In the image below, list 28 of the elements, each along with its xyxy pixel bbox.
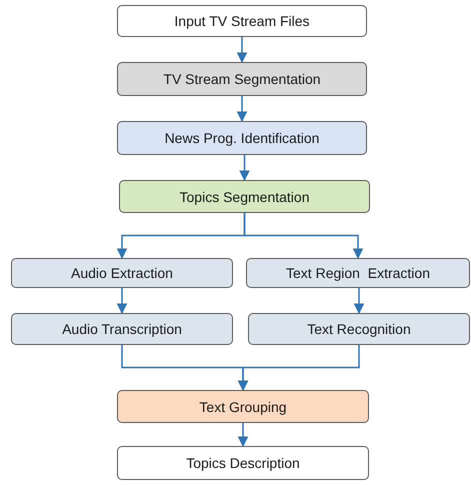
process-box bbox=[119, 180, 370, 213]
process-box bbox=[11, 313, 233, 345]
box-label: News Prog. Identification bbox=[164, 130, 320, 146]
box-label: Text Region Extraction bbox=[286, 265, 430, 281]
arrow bbox=[236, 96, 248, 122]
box-label: Audio Extraction bbox=[71, 265, 173, 281]
box-label: Audio Transcription bbox=[62, 321, 182, 337]
box-label: Text Recognition bbox=[307, 321, 411, 337]
box-label: Text Grouping bbox=[199, 398, 287, 414]
process-box bbox=[117, 390, 369, 423]
process-box bbox=[117, 5, 367, 37]
box-label: Input TV Stream Files bbox=[174, 13, 310, 29]
arrow bbox=[116, 288, 128, 314]
arrow bbox=[354, 288, 364, 314]
process-box bbox=[117, 446, 369, 480]
process-box bbox=[246, 258, 470, 288]
arrow bbox=[238, 345, 360, 392]
arrow bbox=[244, 213, 364, 260]
arrow bbox=[239, 155, 250, 182]
arrow bbox=[236, 37, 248, 64]
process-box bbox=[117, 121, 367, 155]
arrow bbox=[238, 423, 248, 448]
process-box bbox=[248, 313, 470, 345]
box-label: Topics Segmentation bbox=[180, 188, 310, 204]
box-label: TV Stream Segmentation bbox=[163, 71, 321, 87]
process-box bbox=[11, 258, 233, 288]
box-label: Topics Description bbox=[186, 455, 300, 471]
process-box bbox=[117, 62, 367, 96]
